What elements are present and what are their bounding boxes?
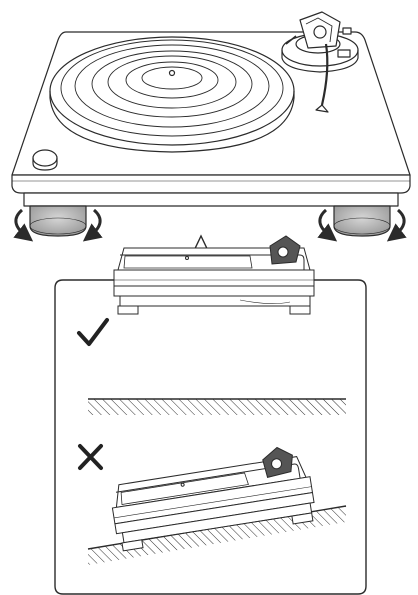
- rotate-arrow-icon: [317, 208, 338, 242]
- right-foot: [317, 205, 407, 242]
- check-icon: [77, 318, 109, 346]
- turntable-on-level-surface: [113, 235, 315, 315]
- speed-knob: [32, 149, 58, 171]
- sloped-surface: [88, 506, 346, 565]
- rotate-arrow-icon: [82, 208, 103, 242]
- correct-example: [77, 235, 346, 415]
- tonearm: [281, 11, 359, 113]
- turntable-on-sloped-surface: [111, 446, 315, 552]
- turntable-illustration: [11, 11, 411, 242]
- spindle: [168, 69, 176, 77]
- left-foot: [13, 205, 103, 242]
- cross-icon: [78, 444, 103, 470]
- platter: [49, 36, 295, 153]
- rotate-arrow-icon: [386, 208, 407, 242]
- incorrect-example: [78, 444, 347, 565]
- level-surface: [88, 399, 346, 415]
- rotate-arrow-icon: [13, 208, 34, 242]
- plinth-front: [11, 174, 411, 194]
